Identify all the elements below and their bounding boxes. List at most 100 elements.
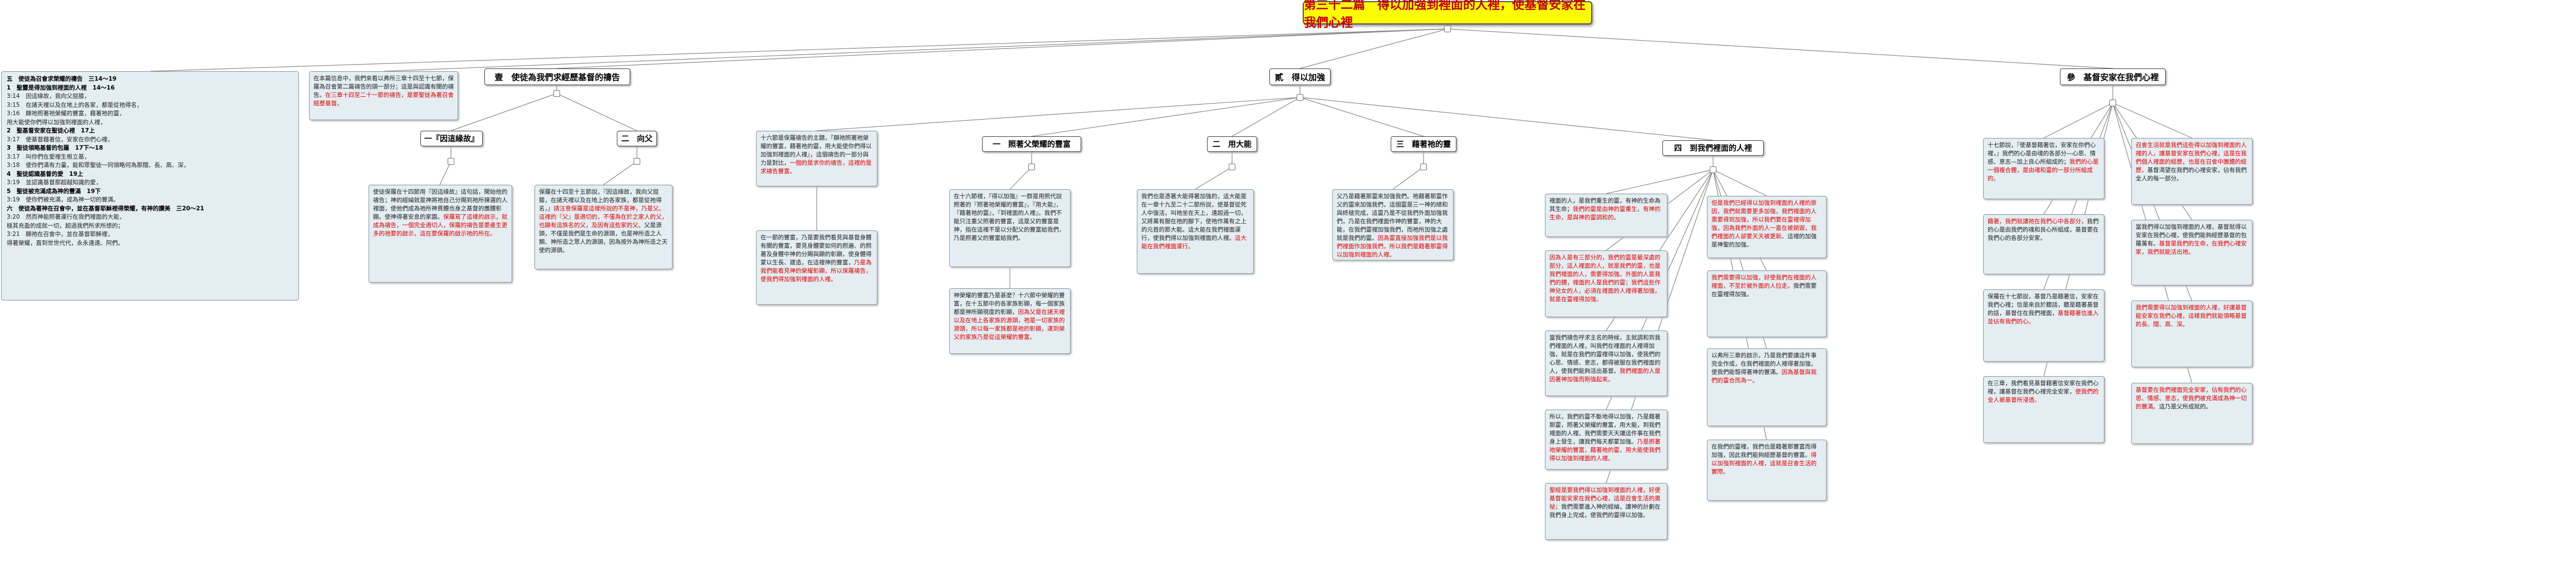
note-text: 我們需要得以加強到裡面的人裡，好讓基督能安家在我們心裡，這樣我們就能領略基督的長… [2136, 304, 2247, 328]
connector-line [603, 161, 637, 185]
note-text: 在本篇信息中，我們來看以弗所三章十四至十七節，保羅為召會第二篇禱告的頭一部分；這… [313, 75, 454, 98]
topic-into-inner-man[interactable]: 四 到我們裡面的人裡 [1662, 140, 1764, 156]
connector-line [1713, 169, 1767, 196]
note-text: 我們需要在靈裡得加強。 [1711, 283, 1817, 298]
collapse-toggle[interactable] [1444, 26, 1451, 32]
note-text: 這乃是父所成就的。 [2159, 403, 2212, 410]
note-text: 我們裡面的人是因著神加強而剛強起來。 [1549, 368, 1661, 383]
note-home-3: 保羅在十七節說，基督乃是藉著信，安家在我們心裡；信是來自於聽話，聽是藉著基督的話… [1983, 289, 2104, 362]
collapse-toggle[interactable] [1420, 164, 1427, 170]
connector-line [384, 28, 1448, 72]
note-text: 這大能在我們裡面運行。 [1141, 235, 1247, 250]
note-home-6: 當我們得以加強到裡面的人裡，基督就得以安家在我們心裡，使我們能夠經歷基督的包羅萬… [2131, 220, 2253, 285]
note-text: 十六節是保羅禱告的主題，『願祂照著祂榮耀的豐富，藉著祂的靈，用大能使你們得以加強… [760, 135, 872, 166]
outline-line: 1 聖靈是得加強到裡面的人裡 14～16 [7, 84, 115, 91]
note-power: 我們也是憑著大能得著加強的，這大能是在一章十九至二十二節所說，使基督從死人中復活… [1137, 189, 1254, 274]
note-text: 在我們的靈裡，我們也是藉著那豐富而得加強，因此我們能夠經歷基督的豐富。 [1711, 443, 1817, 458]
connector-line [2112, 102, 2192, 139]
note-inner-9: 在我們的靈裡，我們也是藉著那豐富而得加強，因此我們能夠經歷基督的豐富。得以加強到… [1707, 440, 1827, 501]
collapse-toggle[interactable] [634, 158, 640, 165]
branch-prayer[interactable]: 壹 使徒為我們求經歷基督的禱告 [484, 68, 630, 85]
outline-line: 3:18 使你們滿有力量，能和眾聖徒一同領略何為那闊、長、高、深， [7, 162, 190, 169]
connector-line [556, 93, 637, 131]
connector-line [1299, 97, 1714, 141]
branch-strengthened[interactable]: 貳 得以加強 [1269, 68, 1331, 85]
note-text: 但是我們已經得以加強到裡面的人裡的原因，我們就需要更多加強，我們裡面的人需要得到… [1711, 200, 1817, 240]
root-title: 第三十二篇 得以加強到裡面的人裡，使基督安家在我們心裡 [1304, 0, 1586, 30]
note-inner-6: 但是我們已經得以加強到裡面的人裡的原因，我們就需要更多加強，我們裡面的人需要得到… [1707, 196, 1827, 258]
note-text: 乃是照著祂榮耀的豐富，藉著祂的靈，用大能使我們得以加強到裡面的人裡。 [1549, 438, 1661, 462]
outline-line: 六 使徒為著神在召會中，並在基督耶穌裡得榮耀，有神的讚美 三20～21 [7, 205, 204, 212]
note-riches-1: 在十六節裡，『得以加強』一群是用照代說照著的『照著祂榮耀的豐富』，『用大能』，『… [949, 189, 1071, 267]
note-text: 使我們的全人被基督所浸透。 [1988, 388, 2099, 403]
collapse-toggle[interactable] [448, 158, 454, 165]
outline-line: 3:17 使基督藉著信，安家在你們心裡， [7, 136, 114, 143]
note-inner-3: 當我們禱告呼求主名的時候，主就調和到我們裡面的人裡，叫我們在裡面的人裡得加強，就… [1545, 331, 1667, 396]
note-text: 我們需要進入神的經綸，讓神的計劃在我們身上完成，使我們的靈得以加強。 [1549, 504, 1661, 519]
note-inner-5: 聖經是要我們得以加強到裡面的人裡，好使基督能安家在我們心裡，這是召會生活的奧祕；… [1545, 483, 1667, 540]
note-text: 請注意保羅是這樣所說的不是神，乃是父。 [553, 205, 665, 212]
connector-line [450, 93, 557, 131]
outline-line: 3:20 然而神能照著運行在我們裡面的大能， [7, 214, 125, 220]
note-text: 神榮耀的豐富乃是甚麼？十六節中榮耀的豐富，在十五節中的各家族彰顯，每一個家族都是… [954, 292, 1065, 315]
note-text: 保羅寫了這樣的啟示，就成為禱告，一個完全適切人，保羅的禱告是要產生更多的祂要的啟… [373, 214, 508, 237]
note-inner-2: 因為人是有三部分的，我們的靈是最深處的部分，這人裡面的人，就是我們的靈，也是我們… [1545, 250, 1667, 317]
outline-line: 極其充盈的成就一切，超過我們所求所想的； [7, 222, 124, 229]
note-text: 在十六節裡，『得以加強』一群是用照代說照著的『照著祂榮耀的豐富』，『用大能』，『… [954, 193, 1065, 241]
collapse-toggle[interactable] [553, 90, 560, 97]
collapse-toggle[interactable] [1710, 166, 1716, 173]
note-text: 在三章，我們看見基督藉著信安家在我們心裡，讓基督在我們心裡完全安家， [1988, 380, 2099, 395]
collapse-toggle[interactable] [1297, 94, 1303, 101]
outline-line: 2 聖基督安家在聖徒心裡 17上 [7, 127, 95, 134]
note-text: 基督渴望在我們的心裡安家，佔有我們全人的每一部分。 [2136, 167, 2247, 182]
outline-line: 4 聖徒認識基督的愛 19上 [7, 170, 84, 178]
root-topic[interactable]: 第三十二篇 得以加強到裡面的人裡，使基督安家在我們心裡 [1303, 0, 1592, 30]
note-text: 父乃是藉著那靈來加強我們。祂藉著那靈作父的靈來加強我們，這個靈是三一神的總和與終… [1337, 193, 1448, 241]
topic-through-spirit[interactable]: 三 藉著祂的靈 [1391, 136, 1456, 152]
collapse-toggle[interactable] [1028, 164, 1035, 170]
note-text: 因為父是在諸天裡以及在地上各家族的源頭，祂是一切家族的源頭，所以每一家族都是祂的… [954, 309, 1065, 341]
topic-for-this-cause[interactable]: 一『因這緣故』 [420, 131, 483, 146]
note-text: 我們也是憑著大能得著加強的，這大能是在一章十九至二十二節所說，使基督從死人中復活… [1141, 193, 1247, 241]
connector-line [1009, 166, 1032, 190]
note-text: 基督要在我們裡面完全安家，佔有我們的心思、情感、意志，使我們被充滿成為神一切的豐… [2136, 387, 2247, 410]
branch-home-in-heart[interactable]: 參 基督安家在我們心裡 [2060, 68, 2166, 85]
connector-line [1606, 169, 1714, 194]
note-text: 我們的心是由我們的魂和良心所組成，基督要在我們心的各部分安家。 [1988, 218, 2099, 241]
note-home-1: 十七節說，『使基督藉著信，安家在你們心裡，』我們的心是由魂的各部分—心思、情感、… [1983, 138, 2104, 199]
outline-line: 用大能使你們得以加強到裡面的人裡， [7, 119, 106, 126]
note-home-2: 藉著，我們就讓祂在我們心中各部分，我們的心是由我們的魂和良心所組成，基督要在我們… [1983, 214, 2104, 274]
note-text: 得以加強到裡面的人裡，這就是召會生活的實際。 [1711, 452, 1817, 475]
note-inner-8: 以弗所三章的啟示，乃是我們要讓這件事完全作成，在我們裡面的人裡得著加強，使我們能… [1707, 348, 1827, 426]
connector-line [556, 28, 1448, 69]
note-inner-4: 所以，我們的靈不斷地得以加強，乃是藉著那靈，照著父榮耀的豐富，用大能，到我們裡面… [1545, 410, 1667, 470]
collapse-toggle[interactable] [2109, 100, 2116, 106]
connector-line [1195, 166, 1233, 190]
connector-line [1392, 166, 1424, 190]
note-text: 當我們禱告呼求主名的時候，主就調和到我們裡面的人裡，叫我們在裡面的人裡得加強，就… [1549, 334, 1661, 374]
connector-line [1231, 97, 1301, 137]
intro-note: 在本篇信息中，我們來看以弗所三章十四至十七節，保羅為召會第二篇禱告的頭一部分；這… [309, 71, 458, 120]
note-text: 我們的心是一個複合體，是由魂和靈的一部分所組成的。 [1988, 159, 2099, 182]
note-text: 因為人是有三部分的，我們的靈是最深處的部分，這人裡面的人，就是我們的靈，也是我們… [1549, 254, 1661, 303]
note-home-5: 召會生活就是我們這些得以加強到裡面的人裡的人，讓基督安家在我們心裡，這是在我們個… [2131, 138, 2253, 205]
note-inner-1: 裡面的人，是我們重生的靈，有神的生命為其生命；我們的靈是由神的靈重生，有神的生命… [1545, 194, 1667, 237]
note-text: 一個的是求你的禱告，這裡的是求禱告豐富。 [760, 160, 872, 175]
topic-with-power[interactable]: 二 用大能 [1207, 136, 1257, 152]
outline-line: 3:19 並認識基督那超越知識的愛， [7, 179, 102, 186]
outline-line: 3:19 使你們被充滿，成為神一切的豐滿。 [7, 196, 120, 203]
note-for-this-cause: 使徒保羅在十四節用『因這緣故』這句話，開始他的禱告；神的經綸就是神將祂自己分賜到… [369, 185, 512, 283]
note-to-the-father: 保羅在十四至十五節說，『因這緣故，我向父屈膝，在諸天裡以及在地上的各家族，都是從… [534, 185, 673, 269]
note-text: 基督藉著信進入並佔有我們的心。 [1988, 310, 2099, 325]
outline-line: 3 聖徒領略基督的包羅 17下～18 [7, 145, 104, 151]
connector-line [150, 28, 1448, 72]
outline-line: 五 使徒為召會求榮耀的禱告 三14～19 [7, 76, 117, 82]
topic-to-the-father[interactable]: 二 向父 [617, 131, 657, 146]
collapse-toggle[interactable] [1229, 164, 1235, 170]
note-text: 乃是為我們能看見神的榮耀彰顯，所以保羅禱告，使我們得加強到裡面的人裡。 [760, 259, 872, 283]
topic-riches-of-glory[interactable]: 一 照著父榮耀的豐富 [982, 136, 1081, 152]
connector-line [816, 97, 1301, 131]
note-text: 藉著，我們就讓祂在我們心中各部分， [1988, 218, 2087, 225]
connector-line [1031, 97, 1301, 137]
note-riches-2: 神榮耀的豐富乃是甚麼？十六節中榮耀的豐富，在十五節中的各家族彰顯，每一個家族都是… [949, 288, 1071, 354]
